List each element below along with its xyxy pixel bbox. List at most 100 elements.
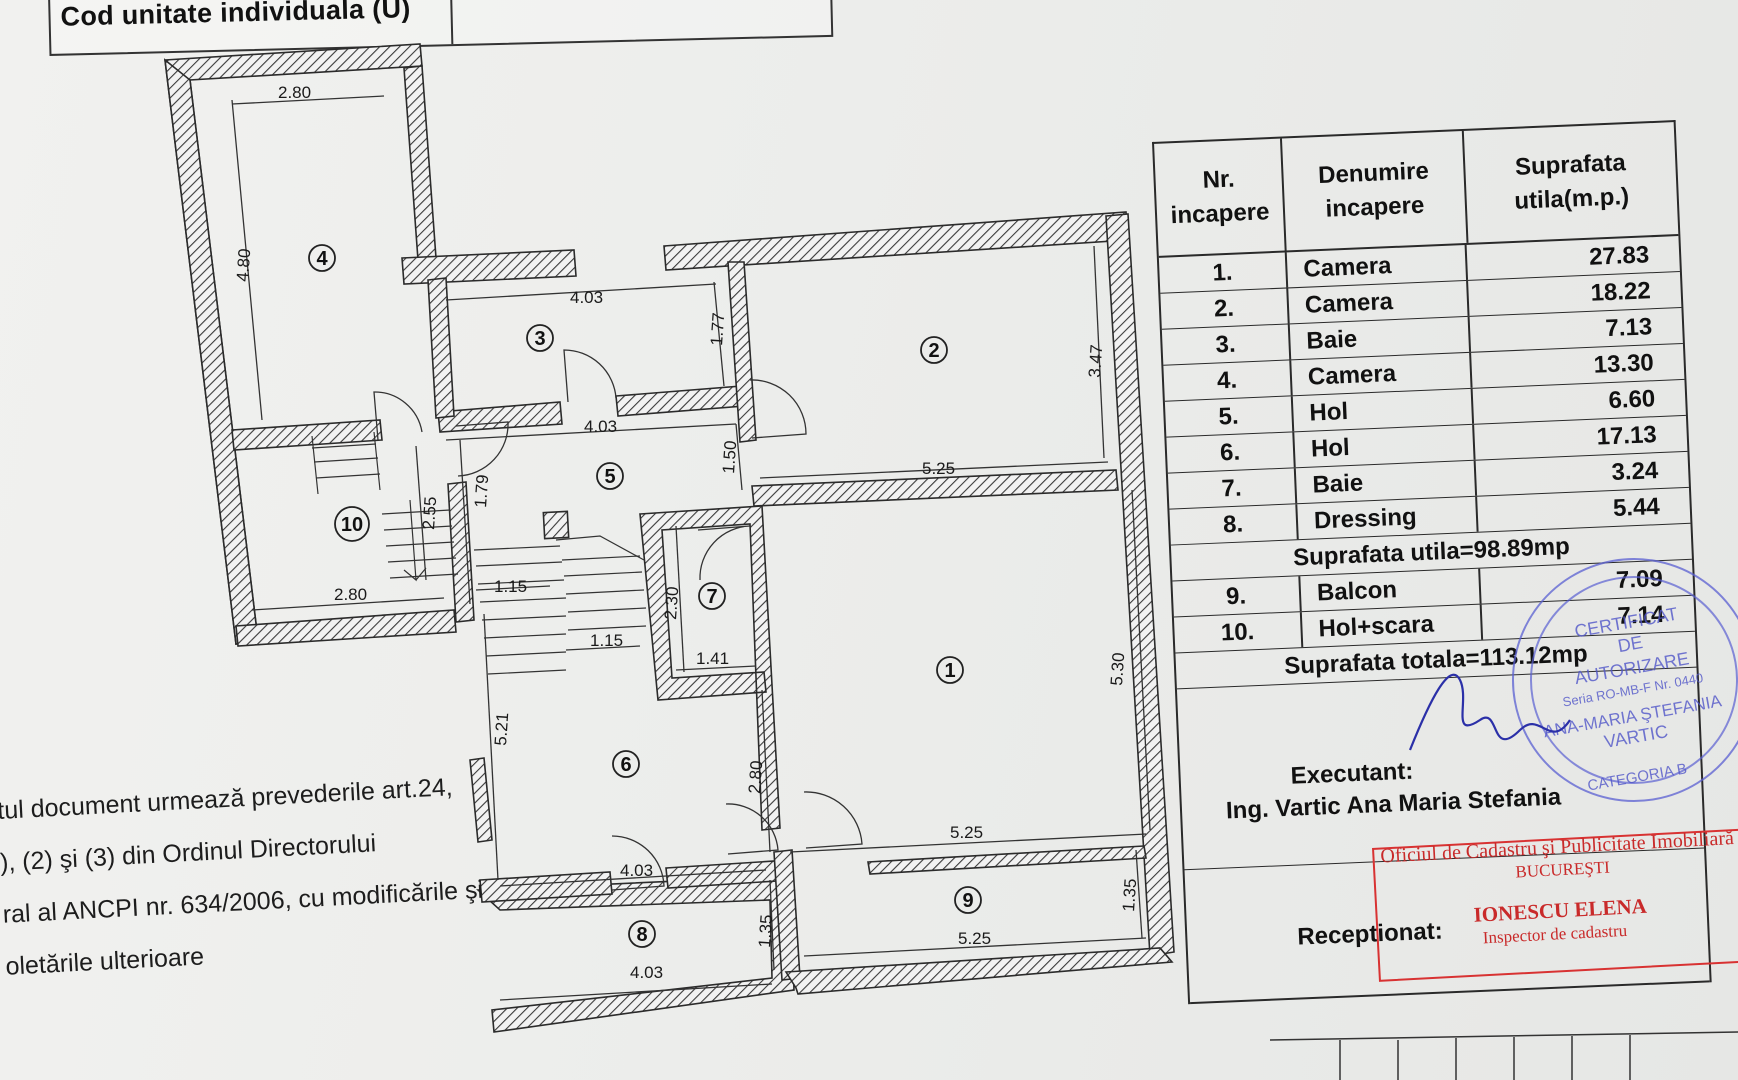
table-header: Nr. incapere Denumire incapere Suprafata… (1154, 122, 1679, 258)
wall-left-outer (163, 58, 259, 645)
row-nr: 2. (1160, 288, 1290, 329)
dim-230: 2.30 (661, 586, 682, 620)
door-r3 (563, 349, 617, 403)
dim-521: 5.21 (491, 712, 512, 746)
dim-line-141 (675, 665, 757, 671)
wall-1-9 (867, 845, 1147, 875)
row-nr: 3. (1161, 324, 1292, 365)
dim-line-525-mid (759, 461, 1109, 479)
dim-530: 5.30 (1107, 652, 1128, 686)
legal-notice: tul document urmează prevederile art.24,… (0, 760, 487, 993)
dim-525-mid: 5.25 (922, 459, 955, 478)
stair-step-18 (563, 571, 643, 577)
dim-115-a: 1.15 (494, 577, 527, 596)
dim-line-115-a (475, 585, 551, 591)
dim-line-403-r3 (445, 283, 717, 301)
room-label-7: 7 (706, 586, 717, 608)
dim-line-280-top (231, 95, 385, 105)
footer-line (1270, 1031, 1738, 1041)
wall-r4-right (403, 65, 437, 261)
stair-step-9 (473, 545, 561, 551)
stair-post (542, 510, 570, 540)
executant-name: Ing. Vartic Ana Maria Stefania (1225, 783, 1562, 825)
room-label-3: 3 (534, 328, 545, 350)
door-r1 (803, 791, 863, 849)
dim-line-403-bot (499, 983, 773, 1001)
stair-step-7 (387, 557, 457, 563)
room-label-10: 10 (341, 514, 363, 536)
dim-line-255 (415, 445, 427, 581)
row-nr: 5. (1164, 396, 1295, 437)
dim-150: 1.50 (719, 440, 740, 474)
dim-line-179 (459, 439, 471, 605)
room-label-5: 5 (604, 466, 615, 488)
footer-strip (1270, 1031, 1738, 1080)
dim-line-135-a (769, 879, 775, 971)
door-r7 (697, 525, 751, 581)
stair-step-13 (481, 615, 567, 621)
dim-line-230 (675, 525, 685, 673)
wall-6-8 (479, 871, 613, 903)
wall-top-mid (401, 249, 577, 285)
room-label-9: 9 (962, 890, 973, 912)
room-marker-7 (698, 582, 726, 610)
room-marker-8 (628, 920, 656, 948)
dim-line-525-bal (803, 937, 1147, 957)
dim-line-280-bot (251, 597, 445, 611)
room-marker-1 (936, 656, 964, 684)
room-marker-3 (526, 324, 554, 352)
wall-3-2 (727, 261, 757, 443)
stair-step-16 (487, 669, 567, 675)
wall-3-5-b (615, 385, 745, 417)
row-nr: 7. (1167, 468, 1298, 509)
walls (163, 43, 1175, 1033)
dim-line-403-r5 (445, 423, 737, 441)
dim-403-bot: 4.03 (630, 963, 663, 982)
wall-r7 (639, 505, 781, 831)
stairs (311, 431, 647, 675)
stair-step-12 (479, 597, 567, 603)
room-label-6: 6 (620, 754, 631, 776)
room-numbers: 4 3 2 5 10 7 1 6 8 9 (316, 248, 973, 946)
room-marker-6 (612, 750, 640, 778)
room-label-8: 8 (636, 924, 647, 946)
dim-line-177 (713, 281, 725, 387)
dim-525-low: 5.25 (950, 823, 983, 842)
stair-step-4 (381, 509, 451, 515)
row-nr: 6. (1166, 432, 1296, 473)
dim-135-b: 1.35 (1119, 878, 1140, 912)
stair-step-6 (385, 541, 455, 547)
wall-r6-left (469, 757, 493, 843)
col-header-nr: Nr. incapere (1154, 138, 1287, 256)
room-marker-5 (596, 462, 624, 490)
dim-403-r3: 4.03 (570, 288, 603, 307)
row-nr: 8. (1169, 504, 1299, 545)
door-r5 (455, 421, 509, 477)
dim-141: 1.41 (696, 649, 729, 668)
stair-step-2 (313, 457, 379, 463)
dim-403-r8: 4.03 (620, 861, 653, 880)
wall-balcony-bottom (784, 947, 1174, 995)
dim-line-150 (735, 423, 743, 491)
room-marker-4 (308, 244, 336, 272)
stair-arrow (555, 535, 645, 561)
dim-403-r5: 4.03 (584, 417, 617, 436)
stair-step-11 (477, 579, 565, 585)
room-markers (308, 244, 982, 948)
stair-arrow-down (403, 499, 427, 582)
dim-179: 1.79 (471, 474, 492, 508)
stair-line-a (311, 435, 319, 495)
stair-step-15 (485, 651, 567, 657)
signature (1408, 673, 1571, 751)
dim-177: 1.77 (707, 312, 728, 346)
stair-step-17 (561, 555, 641, 561)
wall-r3-left (427, 277, 455, 419)
dim-480: 4.80 (233, 248, 254, 282)
dim-line-521 (483, 613, 499, 881)
dim-347: 3.47 (1085, 344, 1106, 378)
dim-line-480 (231, 99, 263, 421)
col-header-area: Suprafata utila(m.p.) (1513, 149, 1630, 215)
stair-step-3 (315, 473, 381, 479)
wall-r10-right (447, 481, 475, 623)
stair-step-19 (565, 589, 645, 595)
